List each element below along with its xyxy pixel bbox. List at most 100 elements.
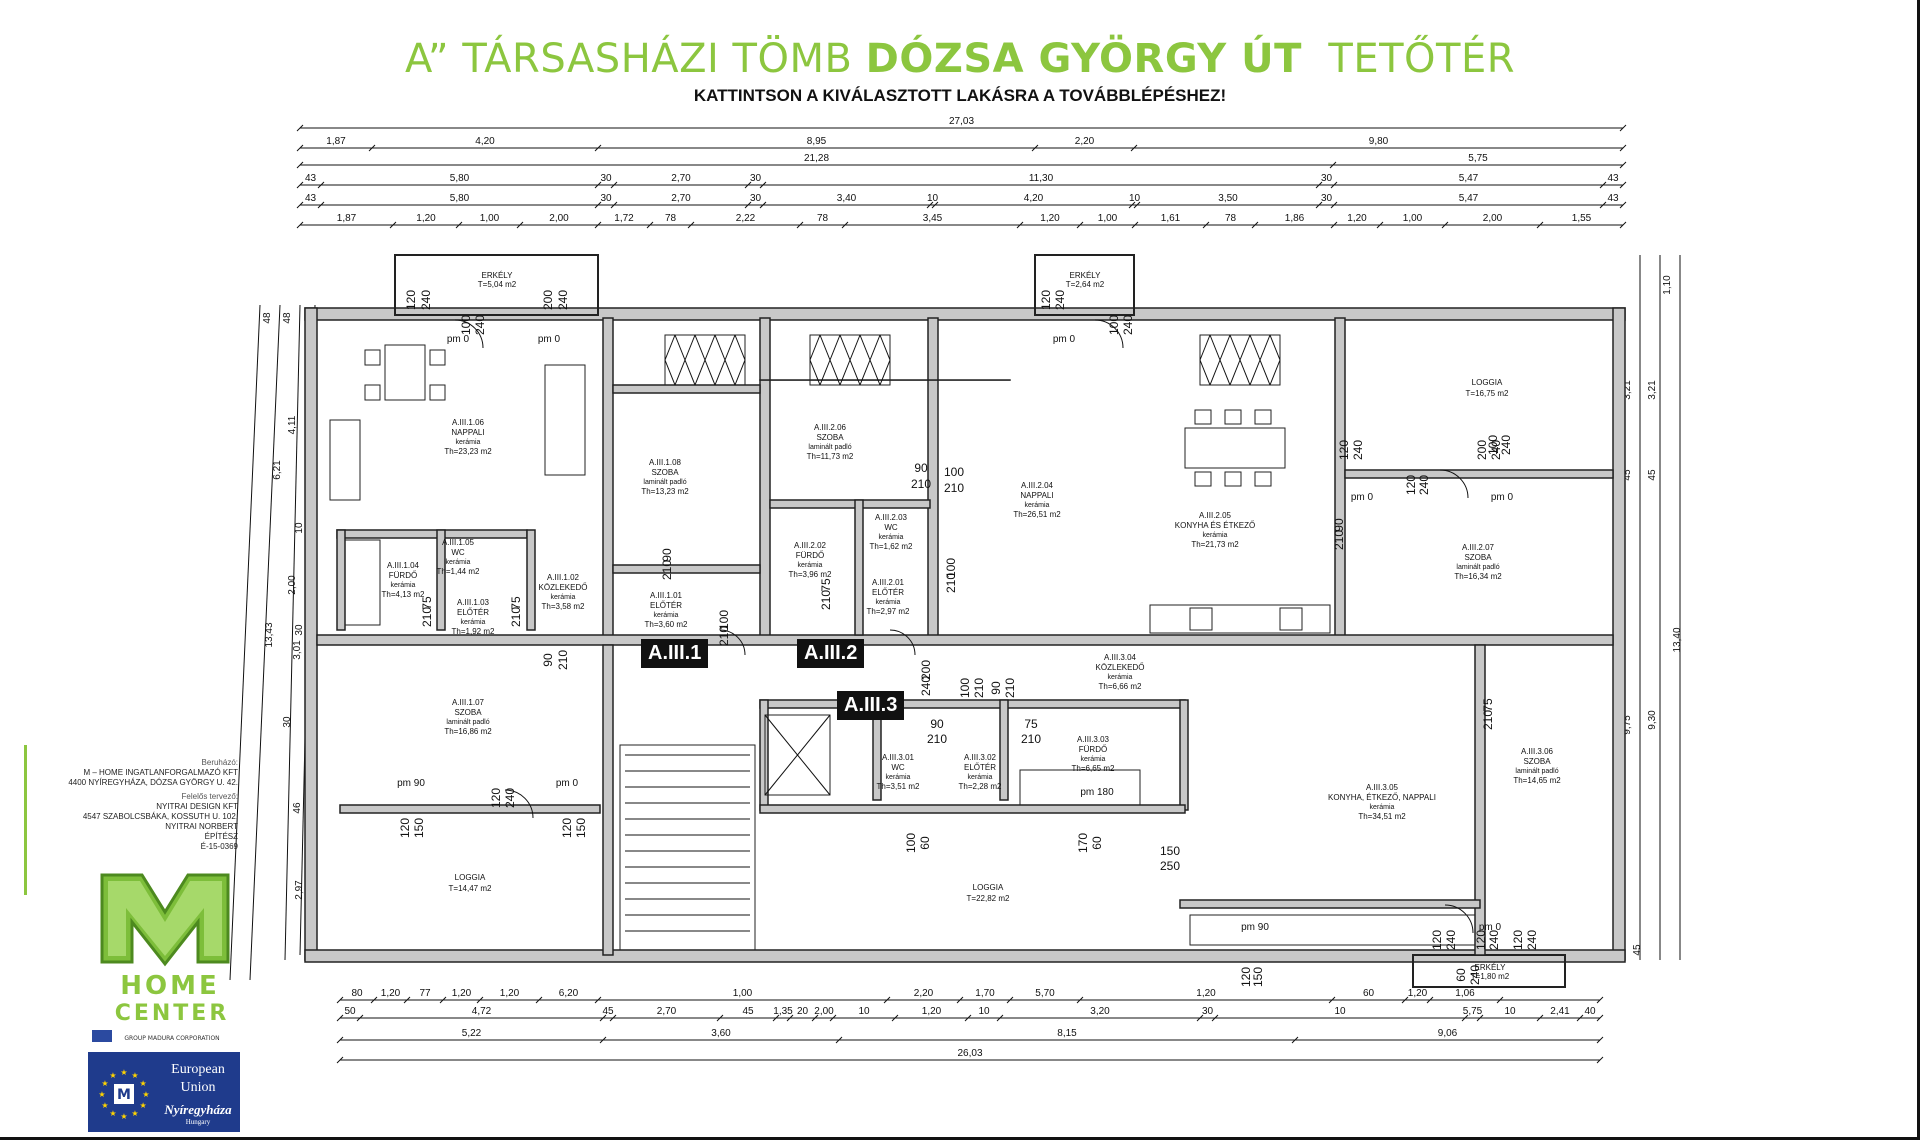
door-dimension: 240	[1499, 435, 1513, 455]
dim-label: 1,20	[1196, 988, 1216, 999]
room-area: Th=16,34 m2	[1454, 572, 1502, 581]
kitchen-counter	[1149, 604, 1331, 634]
dim-label: 2,41	[1550, 1006, 1570, 1017]
dim-label: 48	[282, 312, 293, 324]
skylight-line	[664, 334, 676, 361]
wall-int	[436, 529, 446, 631]
room-area: Th=34,51 m2	[1358, 812, 1406, 821]
dining-table	[384, 344, 426, 401]
dim-tick	[1596, 1036, 1604, 1044]
apartment-button-a-iii-3[interactable]: A.III.3	[837, 691, 905, 720]
dim-label: 43	[1607, 193, 1619, 204]
logo-sub: GROUP MADURA CORPORATION	[124, 1035, 219, 1042]
wall-int	[759, 317, 771, 639]
room-floor: laminált padló	[446, 719, 489, 726]
eu-star: ★	[139, 1079, 146, 1088]
dim-label: 1,20	[452, 988, 472, 999]
designer-title: ÉPÍTÉSZ	[204, 832, 238, 841]
room-area: Th=21,73 m2	[1191, 540, 1239, 549]
dim-tick	[786, 1014, 794, 1022]
staircase	[619, 744, 756, 951]
dim-label: 80	[351, 988, 363, 999]
room-id: LOGGIA	[973, 883, 1004, 892]
door-dimension: 120	[1239, 967, 1253, 987]
stove	[1189, 607, 1213, 631]
room-id: A.III.3.01	[882, 753, 915, 762]
room-floor: kerámia	[879, 534, 904, 541]
dim-tick	[772, 1014, 780, 1022]
skylight-line	[869, 359, 881, 386]
room-floor: kerámia	[654, 612, 679, 619]
dim-label: 9,30	[1647, 710, 1658, 730]
dim-line	[229, 304, 261, 981]
dim-label: 10	[927, 193, 939, 204]
dim-label: 3,45	[923, 213, 943, 224]
apartment-button-a-iii-2[interactable]: A.III.2	[797, 639, 865, 668]
door-dimension: 90	[989, 681, 1003, 695]
door-dimension: 90	[1332, 518, 1346, 532]
dim-label: 30	[750, 193, 762, 204]
dim-tick	[599, 1014, 607, 1022]
dim-tick	[926, 201, 934, 209]
skylight-line	[809, 334, 821, 361]
dim-tick	[1128, 201, 1136, 209]
dim-label: 1,00	[1098, 213, 1118, 224]
door-dimension: 200	[541, 290, 555, 310]
parapet-height: pm 180	[1080, 787, 1114, 798]
chair	[1194, 471, 1212, 487]
door-dimension: 210	[717, 626, 731, 646]
dim-label: 1,20	[1347, 213, 1367, 224]
dim-label: 10	[858, 1006, 870, 1017]
door-dimension: 100	[1486, 435, 1500, 455]
room-name: NAPPALI	[451, 428, 484, 437]
door-dimension: 210	[509, 607, 523, 627]
door-dimension: 210	[1021, 732, 1041, 746]
dim-tick	[296, 181, 304, 189]
dim-tick	[296, 201, 304, 209]
room-name: WC	[884, 523, 898, 532]
dim-tick	[744, 201, 752, 209]
dim-tick	[317, 201, 325, 209]
dim-tick	[1251, 221, 1259, 229]
skylight-line	[819, 334, 831, 361]
room-id: A.III.1.06	[452, 418, 485, 427]
chair	[1194, 409, 1212, 425]
dim-tick	[1599, 181, 1607, 189]
bathtub-2	[1019, 769, 1141, 806]
skylight-line	[859, 334, 871, 361]
dim-label: 9,06	[1438, 1028, 1458, 1039]
apartment-button-a-iii-1[interactable]: A.III.1	[641, 639, 709, 668]
dim-label: 1,06	[1455, 988, 1475, 999]
door-dimension: 100	[459, 315, 473, 335]
balcony-frame	[1034, 254, 1135, 316]
room-name: KÖZLEKEDŐ	[1096, 663, 1145, 672]
dim-label: 1,70	[975, 988, 995, 999]
dim-tick	[759, 181, 767, 189]
door-dimension: 120	[489, 788, 503, 808]
wall-int	[316, 634, 1614, 646]
dim-tick	[1131, 221, 1139, 229]
skylight-line	[1269, 334, 1281, 361]
dim-label: 4,11	[287, 415, 298, 434]
walls	[304, 254, 1626, 988]
door-dimension: 250	[1160, 859, 1180, 873]
skylight-line	[1219, 334, 1231, 361]
dim-label: 30	[600, 173, 612, 184]
door-dimension: 240	[556, 290, 570, 310]
dim-tick	[1031, 144, 1039, 152]
dimension-lines-sides: 48484,116,21102,00303,0130463,012,9713,4…	[229, 255, 1683, 981]
dim-label: 4,20	[475, 136, 495, 147]
page-subtitle: KATTINTSON A KIVÁLASZTOTT LAKÁSRA A TOVÁ…	[693, 86, 1227, 105]
dim-label: 1,20	[381, 988, 401, 999]
room-floor: kerámia	[1203, 532, 1228, 539]
dim-tick	[1315, 201, 1323, 209]
sofa	[544, 364, 586, 476]
room-id: A.III.2.06	[814, 423, 847, 432]
room-name: KONYHA ÉS ÉTKEZŐ	[1175, 521, 1255, 530]
